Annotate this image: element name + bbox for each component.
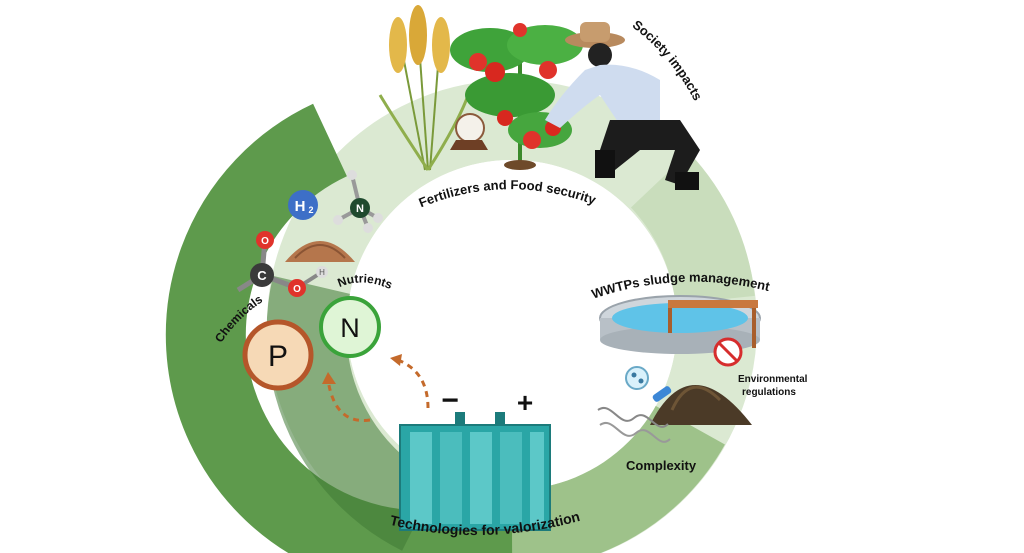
regulations-label: regulations xyxy=(742,387,796,398)
environmental-label: Environmental xyxy=(738,374,808,385)
hydrogen-subscript: 2 xyxy=(308,205,313,215)
ring-inner-hole xyxy=(347,160,677,490)
ring-dark-segment xyxy=(165,103,523,553)
nitrogen-symbol: N xyxy=(340,313,360,343)
oxygen-top-label: O xyxy=(261,236,269,247)
arrow-head-nitrogen xyxy=(390,354,402,366)
formic-acid-molecule-icon: O C O H xyxy=(236,231,328,297)
no-symbol-icon xyxy=(713,337,743,367)
ring-shade-segment xyxy=(630,152,755,306)
farmer-icon xyxy=(545,22,700,190)
complexity-label: Complexity xyxy=(626,458,697,473)
phosphorus-badge: P xyxy=(242,319,314,391)
cathode-minus-label: − xyxy=(441,384,459,417)
microorganism-icon xyxy=(625,366,672,402)
arrow-to-phosphorus xyxy=(326,379,371,422)
electrochemical-cell-icon: − + xyxy=(399,384,551,531)
ring-darkest-segment xyxy=(266,275,439,551)
ammonia-n-label: N xyxy=(356,203,364,215)
ammonia-molecule-icon: N xyxy=(333,170,383,233)
tomato-plant-icon xyxy=(450,23,583,170)
carbon-label: C xyxy=(257,268,267,283)
wheat-icon xyxy=(378,5,472,171)
phosphorus-symbol: P xyxy=(268,340,288,373)
clarifier-tank-icon xyxy=(599,295,761,354)
nutrient-pile-icon xyxy=(285,241,355,262)
anode-plus-label: + xyxy=(517,387,533,418)
recovery-arrows xyxy=(322,354,430,422)
hydrogen-molecule-icon: H 2 xyxy=(288,190,318,220)
hydrogen-label: H xyxy=(295,198,306,215)
protein-structure-icon xyxy=(597,407,671,443)
hydrogen-small-label: H xyxy=(319,268,325,277)
nitrogen-badge: N xyxy=(319,296,381,358)
cotton-icon xyxy=(450,113,488,150)
arrow-head-phosphorus xyxy=(322,372,336,384)
sludge-pile-icon xyxy=(650,385,752,425)
oxygen-right-label: O xyxy=(293,284,301,295)
